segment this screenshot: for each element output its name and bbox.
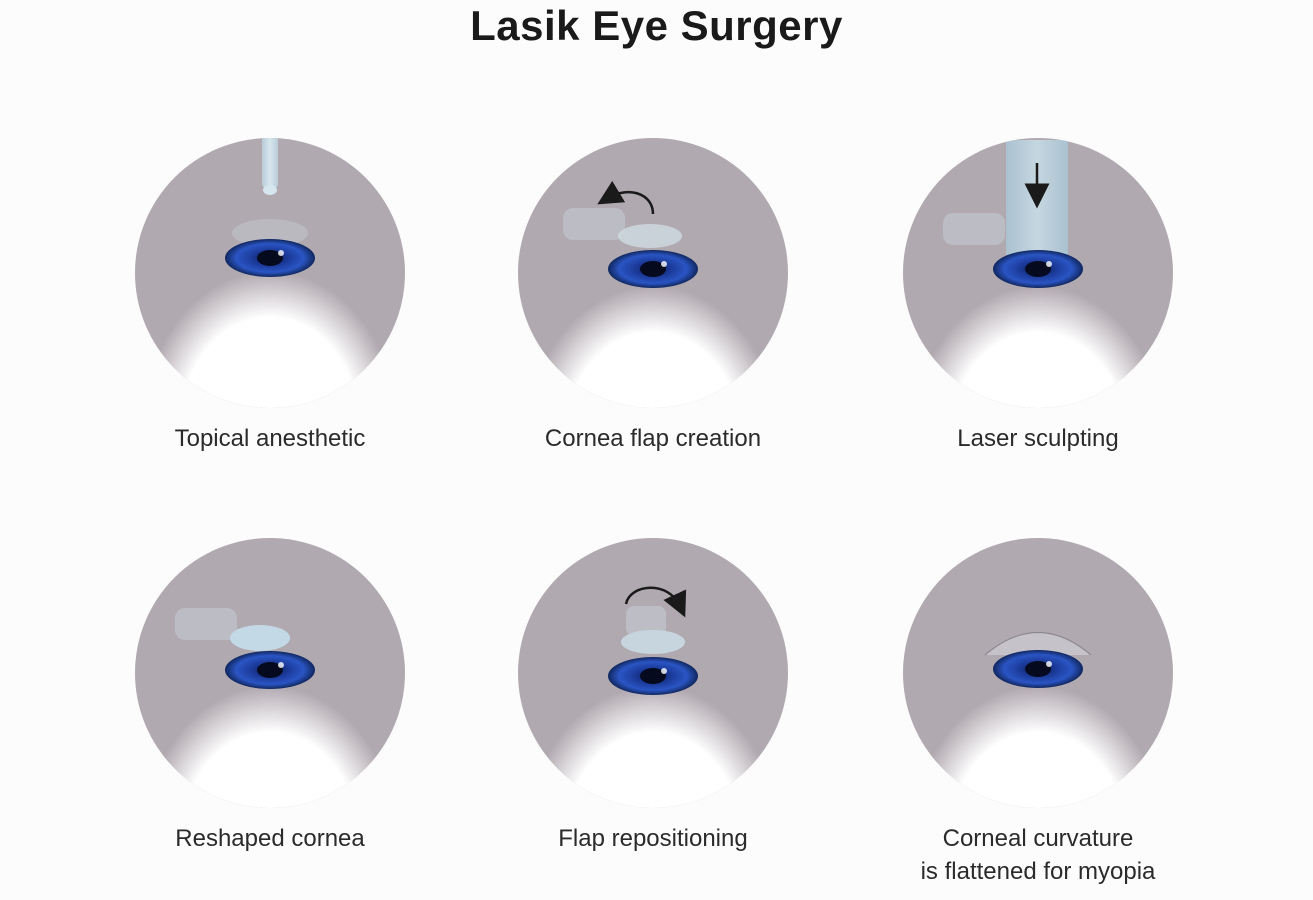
page-title: Lasik Eye Surgery	[470, 2, 843, 49]
cornea-icon	[621, 630, 685, 654]
caption-topical-anesthetic: Topical anesthetic	[174, 425, 366, 452]
eye-illustration	[518, 538, 788, 808]
step-flattened-curvature	[893, 528, 1183, 818]
pupil-icon	[640, 668, 666, 684]
pupil-icon	[640, 261, 666, 277]
eye-illustration	[135, 138, 405, 408]
eyeball-highlight	[538, 258, 768, 408]
eye-illustration	[135, 538, 405, 808]
folded-flap-icon	[175, 608, 237, 640]
caption-reshaped-cornea: Reshaped cornea	[175, 825, 365, 852]
eye-illustration	[903, 538, 1173, 808]
step-reshaped-cornea	[125, 528, 415, 818]
folded-flap-icon	[943, 213, 1005, 245]
step-flap-repositioning	[508, 528, 798, 818]
pupil-icon	[1025, 261, 1051, 277]
caption-laser-sculpting: Laser sculpting	[957, 425, 1119, 452]
eyeball-highlight	[155, 243, 385, 408]
pupil-icon	[1025, 661, 1051, 677]
eyeball-highlight	[155, 658, 385, 808]
eye-illustration	[518, 138, 788, 408]
flap-icon	[626, 606, 666, 636]
eyeball-highlight	[923, 658, 1153, 808]
eye-illustration	[903, 138, 1173, 408]
pupil-icon	[257, 250, 283, 266]
dropper-icon	[262, 138, 278, 188]
eyeball-highlight	[538, 658, 768, 808]
step-topical-anesthetic	[125, 128, 415, 418]
cornea-flap-icon	[618, 224, 682, 248]
reposition-arrow-icon	[624, 586, 687, 618]
anesthetic-glow	[232, 219, 308, 247]
step-cornea-flap-creation	[508, 128, 798, 418]
caption-flap-repositioning: Flap repositioning	[558, 825, 748, 852]
step-laser-sculpting	[893, 128, 1183, 418]
lift-arrow-icon	[597, 180, 655, 215]
eyeball-highlight	[923, 258, 1153, 408]
pupil-icon	[257, 662, 283, 678]
caption-cornea-flap-creation: Cornea flap creation	[544, 425, 762, 452]
laser-beam-icon	[1006, 140, 1068, 255]
reshaped-cornea-icon	[230, 625, 290, 651]
caption-flattened-curvature: Corneal curvature is flattened for myopi…	[920, 825, 1156, 885]
drop-icon	[263, 185, 277, 195]
microkeratome-icon	[563, 208, 625, 240]
